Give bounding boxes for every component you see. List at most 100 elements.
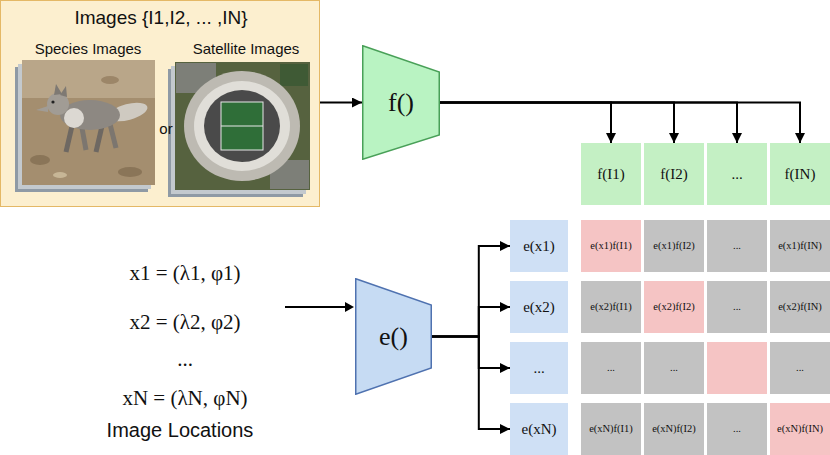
panel-conjunction: or [154, 119, 178, 139]
node-text: f() [388, 87, 414, 118]
label-slot: xN = (λN, φN) [45, 385, 325, 412]
location-label: xN = (λN, φN) [45, 385, 325, 412]
axis-caption: Image Locations [40, 417, 320, 443]
fox-leg [82, 128, 86, 150]
pebble [30, 155, 50, 165]
image-panel: Images {I1,I2, ... ,IN}Species ImagesSat… [0, 0, 320, 207]
image-embedding-cell: f(I2) [644, 143, 704, 205]
node-text: ... [607, 362, 615, 375]
label-slot: x1 = (λ1, φ1) [45, 260, 325, 287]
node-text: ... [670, 362, 678, 375]
arrow-head [345, 302, 354, 312]
node-text: e(x1)f(I1) [590, 240, 631, 253]
pebble [101, 76, 119, 84]
trapezoid-shape [363, 46, 440, 160]
connector-arrow [432, 337, 510, 430]
node-text: e(x1)f(IN) [778, 240, 822, 253]
node-text: ... [733, 301, 741, 314]
node-text: e(x1) [523, 237, 555, 255]
trees [280, 64, 308, 86]
negative-pair-cell: e(x1)f(IN) [770, 220, 830, 272]
positive-pair-cell: e(x2)f(I2) [644, 281, 704, 333]
node-text: e(xN)f(I2) [652, 423, 696, 436]
node-text: e(x2)f(I1) [590, 301, 631, 314]
negative-pair-cell: ... [644, 342, 704, 394]
fox-photo [22, 60, 155, 185]
fox-chest [64, 108, 84, 128]
label-slot: x2 = (λ2, φ2) [45, 309, 325, 336]
ground [22, 60, 155, 98]
node-text: e() [379, 321, 408, 352]
connector-arrow [432, 307, 510, 337]
node-text: ... [731, 165, 742, 183]
connector-arrow [440, 103, 800, 144]
location-embedding-cell: e(x1) [510, 220, 568, 272]
label-slot: ... [45, 346, 325, 373]
panel-caption: Species Images [13, 39, 163, 59]
node-text: e(x1)f(I2) [653, 240, 694, 253]
fox-eye [51, 100, 54, 103]
connector-arrow [440, 103, 674, 144]
pebble [118, 167, 142, 177]
positive-pair-cell: e(x1)f(I1) [581, 220, 641, 272]
connector-arrow [440, 103, 737, 144]
field-line [221, 126, 263, 127]
stadium-photo [175, 62, 310, 190]
land [175, 62, 310, 190]
positive-pair-cell: e(xN)f(IN) [770, 403, 830, 455]
negative-pair-cell: ... [581, 342, 641, 394]
negative-pair-cell: e(xN)f(I1) [581, 403, 641, 455]
input-arrow [285, 306, 346, 308]
stadium-ring [184, 71, 300, 181]
location-embedding-cell: e(xN) [510, 403, 568, 455]
negative-pair-cell: e(x2)f(IN) [770, 281, 830, 333]
node-text: e(xN)f(I1) [589, 423, 633, 436]
connector-arrow [432, 246, 510, 337]
image-panel-fill [1, 1, 320, 207]
fox-snout [36, 106, 48, 112]
trapezoid-shape [356, 279, 432, 395]
fox-leg [110, 124, 116, 148]
location-label: x2 = (λ2, φ2) [45, 309, 325, 336]
node-text: e(x2) [523, 298, 555, 316]
image-embedding-cell: f(I1) [581, 143, 641, 205]
location-encoder: e() [355, 278, 432, 395]
image-embedding-cell: f(IN) [770, 143, 830, 205]
connector-arrow [440, 103, 611, 144]
node-text: f(IN) [785, 165, 816, 183]
ground [22, 60, 155, 185]
node-text: ... [733, 423, 741, 436]
panel-title: Images {I1,I2, ... ,IN} [1, 5, 321, 31]
stadium-roof [194, 81, 290, 171]
negative-pair-cell: e(xN)f(I2) [644, 403, 704, 455]
location-embedding-cell: ... [510, 342, 568, 394]
location-label: ... [45, 346, 325, 373]
node-text: e(x2)f(I2) [653, 301, 694, 314]
fox-leg [96, 126, 102, 152]
negative-pair-cell: ... [707, 403, 767, 455]
label-slot: Image Locations [40, 417, 320, 443]
node-text: ... [533, 359, 544, 377]
node-text: ... [733, 240, 741, 253]
stadium-stands [204, 90, 280, 162]
negative-pair-cell: ... [770, 342, 830, 394]
negative-pair-cell: e(x1)f(I2) [644, 220, 704, 272]
node-text: e(xN) [522, 420, 557, 438]
connector-arrow [320, 102, 362, 104]
fox-ear [54, 84, 62, 95]
fox-ear [60, 86, 67, 97]
pebble [53, 172, 67, 178]
stadium-field [221, 102, 263, 150]
node-text: ... [796, 362, 804, 375]
node-text: e(xN)f(IN) [777, 423, 823, 436]
location-label: x1 = (λ1, φ1) [45, 260, 325, 287]
positive-pair-cell [707, 342, 767, 394]
negative-pair-cell: ... [707, 281, 767, 333]
node-text: f(I2) [660, 165, 687, 183]
location-embedding-cell: e(x2) [510, 281, 568, 333]
node-text: e(x2)f(IN) [778, 301, 822, 314]
negative-pair-cell: e(x2)f(I1) [581, 281, 641, 333]
fox-leg [66, 126, 72, 152]
image-embedding-cell: ... [707, 143, 767, 205]
